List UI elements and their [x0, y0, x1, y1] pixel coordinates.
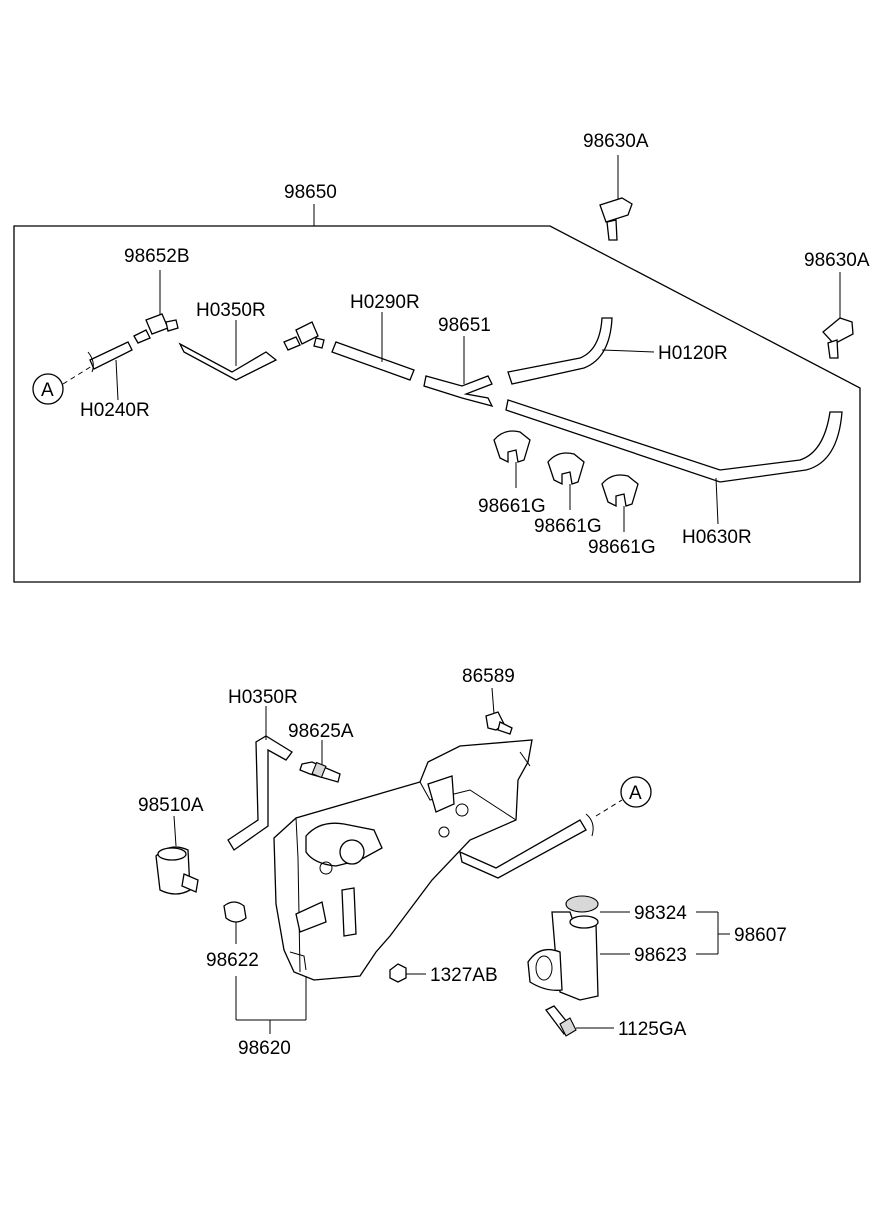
clip-98661G-1: [493, 430, 531, 488]
ref-A-bottom: A: [629, 783, 642, 804]
pump-98510A: [155, 815, 199, 895]
label-86589[interactable]: 86589: [462, 666, 515, 687]
label-98650[interactable]: 98650: [284, 182, 337, 203]
valve-98625A: [299, 740, 341, 783]
label-98661G-3[interactable]: 98661G: [588, 537, 656, 558]
hose-H0120R: [507, 317, 655, 385]
label-98661G-1[interactable]: 98661G: [478, 496, 546, 517]
clip-98661G-3: [601, 474, 639, 532]
nozzle-98630A-right: [822, 272, 854, 359]
label-H0630R[interactable]: H0630R: [682, 527, 752, 548]
label-H0350R-bottom[interactable]: H0350R: [228, 687, 298, 708]
label-1125GA[interactable]: 1125GA: [618, 1019, 687, 1040]
label-98625A[interactable]: 98625A: [288, 721, 354, 742]
label-98607[interactable]: 98607: [734, 925, 787, 946]
hose-H0240R: [87, 341, 133, 401]
label-1327AB[interactable]: 1327AB: [430, 965, 498, 986]
label-H0120R[interactable]: H0120R: [658, 343, 728, 364]
washer-reservoir-tank: [273, 739, 533, 981]
label-98324[interactable]: 98324: [634, 903, 687, 924]
label-98623[interactable]: 98623: [634, 945, 687, 966]
label-98661G-2[interactable]: 98661G: [534, 516, 602, 537]
connector-middle: [283, 321, 325, 351]
nut-1327AB: [389, 963, 426, 983]
label-98622[interactable]: 98622: [206, 950, 259, 971]
sensor-86589: [485, 687, 513, 735]
hose-H0290R: [331, 312, 415, 381]
label-H0350R-top[interactable]: H0350R: [196, 300, 266, 321]
hose-H0350R-bottom: [227, 706, 293, 851]
label-98651[interactable]: 98651: [438, 315, 491, 336]
bolt-1125GA: [545, 1005, 614, 1037]
label-H0240R[interactable]: H0240R: [80, 400, 150, 421]
label-98630A-right[interactable]: 98630A: [804, 250, 870, 271]
label-98620[interactable]: 98620: [238, 1038, 291, 1059]
hose-H0350R-top: [178, 320, 278, 381]
bracket-98607: [696, 911, 730, 955]
label-98652B[interactable]: 98652B: [124, 246, 190, 267]
ref-circle-A-bottom: [620, 776, 652, 808]
hose-H0630R: [505, 399, 843, 525]
clip-98661G-2: [547, 452, 585, 510]
hose-to-ref-A-bottom: [459, 799, 623, 879]
connector-98651: [423, 336, 494, 407]
grommet-98622: [223, 901, 247, 944]
ref-dashline-top: [62, 365, 93, 385]
ref-circle-A-top: [32, 373, 64, 405]
ref-A-top: A: [41, 380, 54, 401]
filler-neck-98607: [527, 895, 599, 1001]
bracket-98620: [235, 976, 307, 1034]
label-H0290R[interactable]: H0290R: [350, 292, 420, 313]
connector-98652B: [133, 270, 179, 344]
label-98630A-top[interactable]: 98630A: [583, 131, 649, 152]
nozzle-98630A-top: [599, 155, 633, 241]
label-98510A[interactable]: 98510A: [138, 795, 204, 816]
group-outline-98650: [13, 225, 861, 583]
